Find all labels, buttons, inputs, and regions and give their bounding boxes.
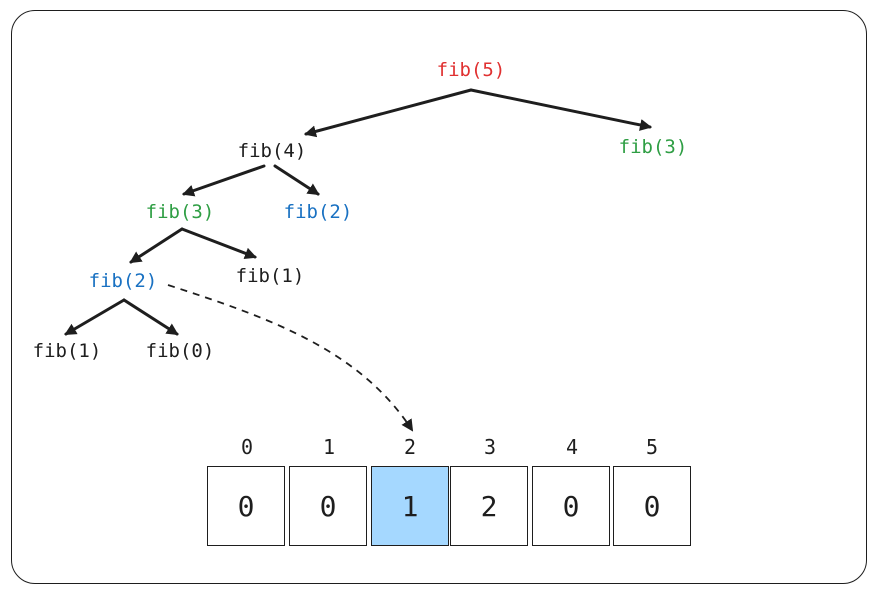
tree-edge-n3-n1r [180,227,257,260]
memo-index-label: 0 [240,435,254,459]
tree-edge-n5-n3r [469,88,652,131]
node-fib-5: fib(5) [436,59,506,81]
memo-index-label: 5 [645,435,659,459]
node-fib-1: fib(1) [32,340,102,362]
memo-cell: 2 [450,466,528,546]
tree-edge-n4-n3 [182,164,266,197]
node-fib-3-right: fib(3) [618,136,688,158]
memo-cell: 0 [289,466,367,546]
node-fib-2-right: fib(2) [283,201,353,223]
memo-cell: 0 [613,466,691,546]
tree-edge-n2-n0 [122,298,179,336]
memo-index-label: 4 [565,435,579,459]
node-fib-2: fib(2) [88,270,158,292]
tree-edge-n5-n4 [304,88,473,138]
memo-index-label: 2 [403,435,417,459]
memo-cell: 0 [207,466,285,546]
memo-cell-highlighted: 1 [371,466,449,546]
tree-edge-n4-n2r [273,164,320,196]
node-fib-4: fib(4) [237,140,307,162]
memo-lookup-arrow [167,284,414,432]
node-fib-0: fib(0) [145,340,215,362]
memo-index-label: 3 [483,435,497,459]
memo-index-label: 1 [322,435,336,459]
tree-edge-n2-n1 [64,298,126,336]
node-fib-3: fib(3) [145,201,215,223]
memo-cell: 0 [532,466,610,546]
diagram-frame [11,10,867,584]
tree-edge-n3-n2 [129,227,184,264]
node-fib-1-right: fib(1) [235,265,305,287]
